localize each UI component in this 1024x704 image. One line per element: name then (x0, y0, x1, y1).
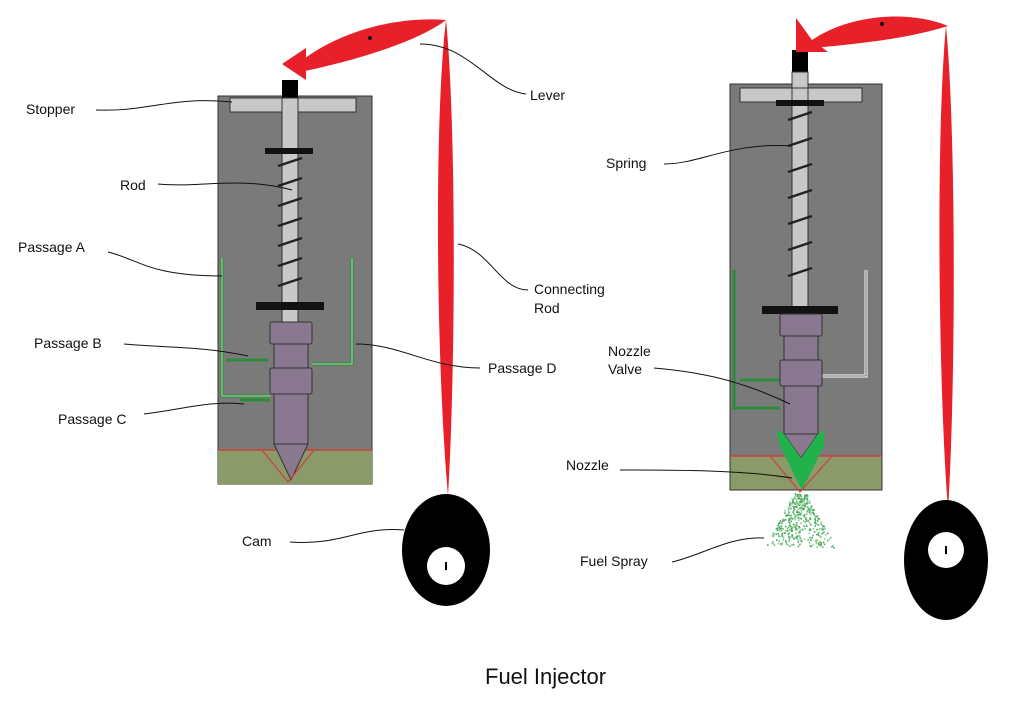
lever-left (282, 19, 446, 80)
cam-left (402, 494, 490, 606)
labels: Stopper Rod Passage A Passage B Passage … (18, 87, 651, 689)
label-connecting-rod-line1: Connecting (534, 281, 605, 297)
label-cam: Cam (242, 533, 272, 549)
connecting-rod-left (437, 20, 454, 496)
label-passage-c: Passage C (58, 411, 126, 427)
rod-top-cap (792, 50, 808, 72)
label-rod: Rod (120, 177, 146, 193)
spring (277, 156, 303, 288)
rod (791, 87, 809, 317)
nozzle-valve (269, 321, 313, 482)
label-connecting-rod-line2: Rod (534, 300, 560, 316)
spring-top-washer (776, 100, 824, 106)
fuel-spray (767, 493, 835, 549)
label-lever: Lever (530, 87, 565, 103)
nozzle-fuel (776, 430, 824, 490)
fuel-passages (732, 270, 780, 410)
spring-top-washer (265, 148, 313, 154)
injector-open (729, 50, 883, 493)
rod (281, 97, 299, 325)
nozzle-valve (779, 313, 823, 459)
lever-right (796, 16, 948, 52)
label-passage-b: Passage B (34, 335, 102, 351)
connecting-rod-right (939, 26, 954, 510)
spring-bottom-washer (256, 302, 324, 310)
label-spring: Spring (606, 155, 646, 171)
label-passage-d: Passage D (488, 360, 556, 376)
label-fuel-spray: Fuel Spray (580, 553, 648, 569)
label-stopper: Stopper (26, 101, 75, 117)
spring (787, 110, 813, 278)
page-title: Fuel Injector (485, 664, 606, 689)
label-nozzle: Nozzle (566, 457, 609, 473)
leader-lines (95, 43, 793, 563)
spring-bottom-washer (762, 306, 838, 314)
cam-right (904, 500, 988, 620)
rod-top-cap (282, 80, 298, 98)
label-nozzle-valve-line2: Valve (608, 361, 642, 377)
label-passage-a: Passage A (18, 239, 86, 255)
label-nozzle-valve-line1: Nozzle (608, 343, 651, 359)
injector-closed (217, 80, 373, 485)
